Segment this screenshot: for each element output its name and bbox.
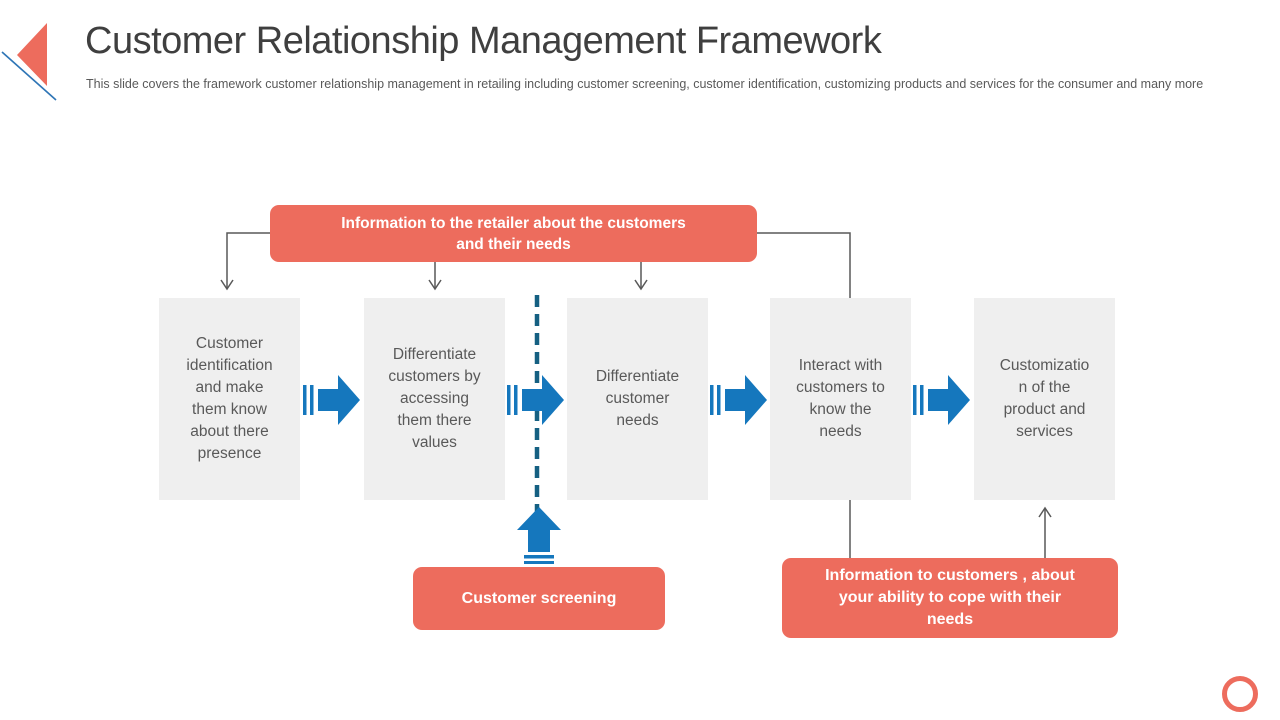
step-interact-with-customers: Interact with customers to know the need…: [770, 298, 911, 500]
step-differentiate-by-values: Differentiate customers by accessing the…: [364, 298, 505, 500]
info-to-customers-label: Information to customers , about your ab…: [825, 567, 1075, 628]
connector-banner-to-step4: [757, 232, 851, 298]
step-label: Differentiate customers by accessing the…: [388, 346, 481, 451]
arrowhead-step3-icon: [634, 279, 648, 291]
page-title: Customer Relationship Management Framewo…: [85, 20, 882, 62]
striped-arrow-right-icon: [913, 375, 970, 425]
connector-banner-to-step1: [226, 232, 270, 288]
page-subtitle: This slide covers the framework customer…: [86, 77, 1204, 91]
dashed-divider-line: [534, 295, 540, 513]
striped-arrow-right-icon: [303, 375, 360, 425]
step-label: Differentiate customer needs: [595, 368, 680, 429]
circle-outline-icon: [1222, 676, 1258, 712]
arrowhead-step5-icon: [1038, 506, 1052, 518]
arrowhead-step1-icon: [220, 279, 234, 291]
striped-arrow-right-icon: [507, 375, 564, 425]
info-to-retailer-label: Information to the retailer about the cu…: [341, 214, 686, 253]
step-label: Customer identification and make them kn…: [186, 335, 273, 462]
customer-screening-banner: Customer screening: [413, 567, 665, 630]
arrowhead-step2-icon: [428, 279, 442, 291]
step-label: Customizatio n of the product and servic…: [999, 357, 1090, 440]
info-to-customers-banner: Information to customers , about your ab…: [782, 558, 1118, 638]
triangle-left-logo-icon: [1, 23, 57, 101]
striped-arrow-right-icon: [710, 375, 767, 425]
info-to-retailer-banner: Information to the retailer about the cu…: [270, 205, 757, 262]
customer-screening-label: Customer screening: [461, 590, 617, 607]
step-customer-identification: Customer identification and make them kn…: [159, 298, 300, 500]
step-customization: Customizatio n of the product and servic…: [974, 298, 1115, 500]
step-differentiate-needs: Differentiate customer needs: [567, 298, 708, 500]
striped-arrow-up-icon: [517, 507, 561, 564]
step-label: Interact with customers to know the need…: [796, 357, 885, 440]
